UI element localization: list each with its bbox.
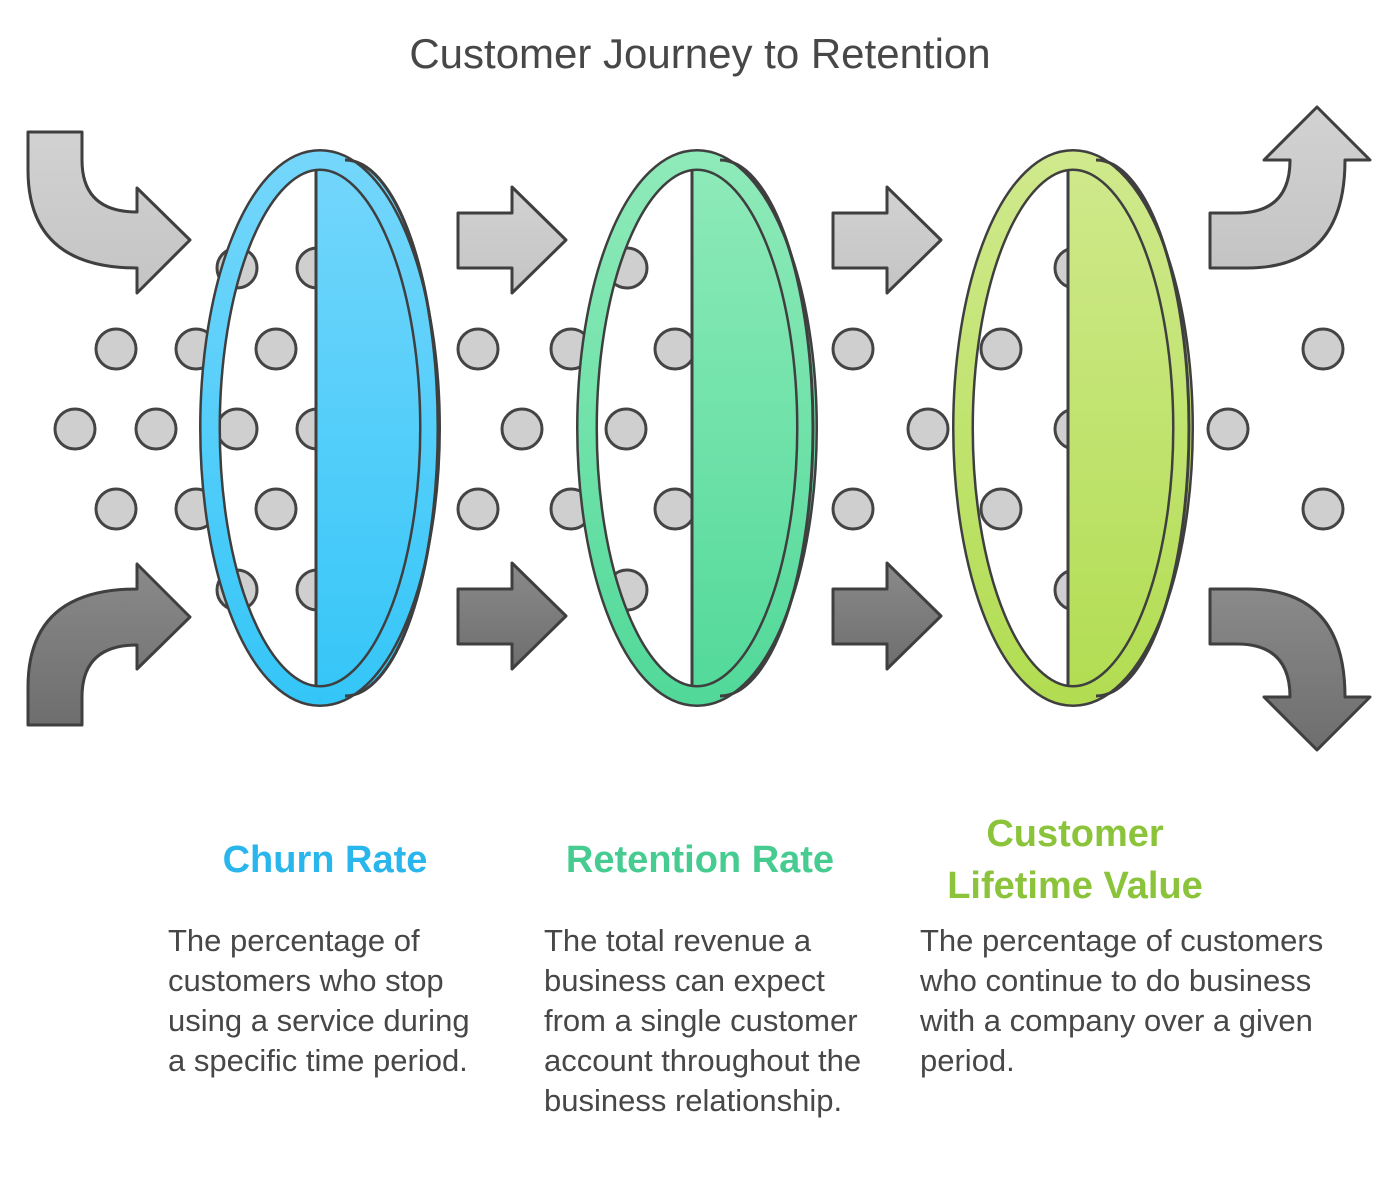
lifetime-value-description: The percentage of customers who continue… [920, 923, 1324, 1078]
retention-rate-heading: Retention Rate [565, 839, 835, 881]
churn-rate-ring [199, 149, 441, 707]
arrow-right-icon [456, 185, 568, 295]
curved-arrow-bottom-left-icon [26, 562, 192, 727]
retention-rate-description: The total revenue a business can expect … [544, 923, 862, 1118]
churn-rate-description: The percentage of customers who stop usi… [168, 923, 470, 1078]
lifetime-value-heading: Customer Lifetime Value [947, 813, 1203, 907]
lifetime-value-ring [952, 149, 1194, 707]
churn-rate-heading: Churn Rate [222, 839, 428, 881]
page-title: Customer Journey to Retention [409, 30, 991, 77]
retention-rate-ring [576, 149, 818, 707]
arrow-right-icon [456, 561, 568, 671]
curved-arrow-top-right-icon [1208, 105, 1372, 270]
arrow-right-icon [831, 561, 943, 671]
curved-arrow-top-left-icon [26, 130, 192, 295]
arrow-right-icon [831, 185, 943, 295]
curved-arrow-bottom-right-icon [1208, 587, 1372, 752]
